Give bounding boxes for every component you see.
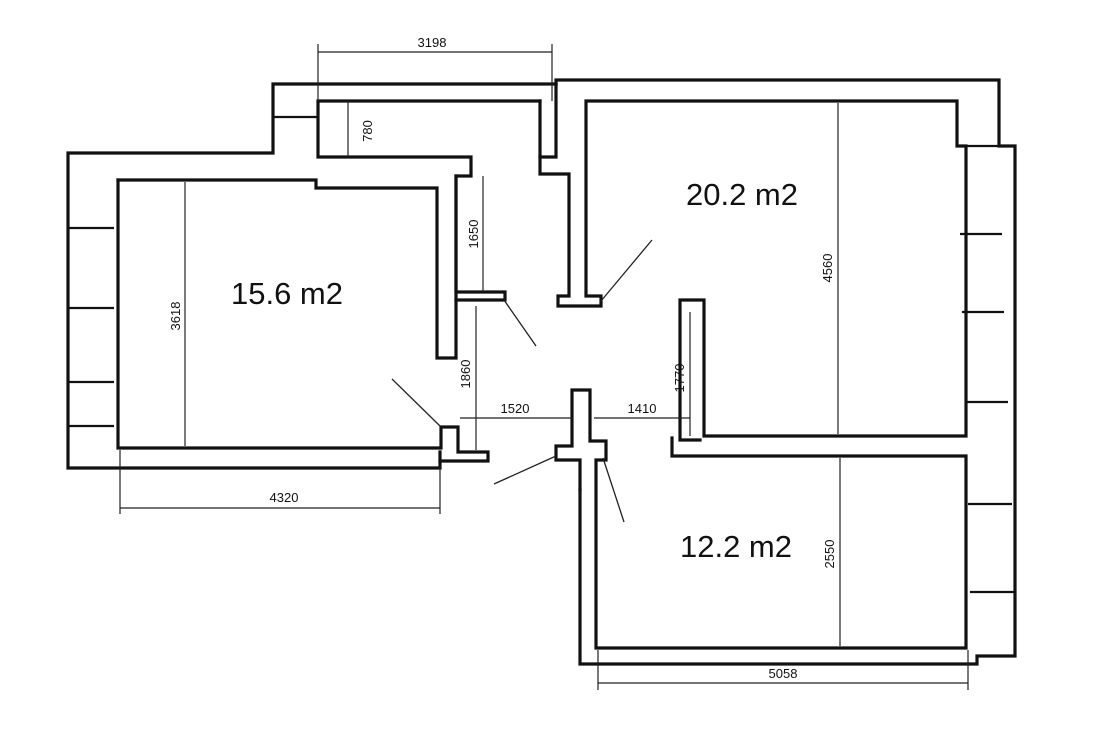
room-top-right-walls xyxy=(538,82,968,442)
dimension-lines xyxy=(119,44,969,690)
room-left-area: 15.6 m2 xyxy=(231,276,343,311)
room-bottom-right-walls xyxy=(554,388,968,650)
room-left-walls xyxy=(116,99,542,463)
dim-left-room-width: 4320 xyxy=(270,490,299,505)
room-bottom-right-area: 12.2 m2 xyxy=(680,529,792,564)
dim-bottom-right-room-height: 2550 xyxy=(822,540,837,569)
dim-top-corridor-width: 3198 xyxy=(418,35,447,50)
dimension-labels: 3198 780 1650 3618 4320 1860 1520 1410 1… xyxy=(168,35,837,681)
dim-hall-right: 1410 xyxy=(628,401,657,416)
room-top-right-area: 20.2 m2 xyxy=(686,177,798,212)
dim-corridor-segment: 1650 xyxy=(466,220,481,249)
dim-top-corridor-depth: 780 xyxy=(360,120,375,142)
windows-left xyxy=(68,115,318,428)
outer-wall-right-wing xyxy=(554,78,1017,666)
door-swings xyxy=(391,239,653,523)
dim-left-room-height: 3618 xyxy=(168,302,183,331)
dim-hall-width: 1520 xyxy=(501,401,530,416)
dim-hall-lower: 1860 xyxy=(458,360,473,389)
dim-top-right-room-height: 4560 xyxy=(820,254,835,283)
dim-bottom-right-room-width: 5058 xyxy=(769,666,798,681)
area-labels: 15.6 m2 20.2 m2 12.2 m2 xyxy=(231,177,798,564)
dim-top-right-door-side: 1770 xyxy=(672,364,687,393)
